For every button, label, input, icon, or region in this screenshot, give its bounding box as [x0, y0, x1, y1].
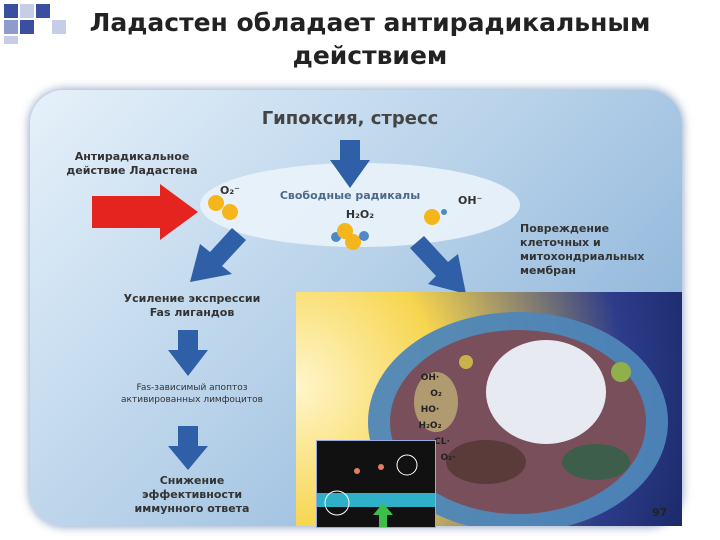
membrane-inset-svg	[317, 441, 435, 527]
radical-molecule	[345, 234, 361, 250]
down-arrow-2	[168, 426, 208, 470]
radical-item: H₂O₂	[416, 420, 444, 432]
radical-molecule	[359, 231, 369, 241]
left-diagonal-arrow	[190, 228, 246, 282]
membrane-inset	[316, 440, 436, 528]
o2-label: O₂⁻	[220, 184, 236, 198]
membrane-damage-label: Повреждение клеточных и митохондриальных…	[520, 222, 670, 278]
immune-response-label: Снижение эффективности иммунного ответа	[112, 474, 272, 516]
free-radicals-label: Свободные радикалы	[270, 189, 430, 203]
radical-item: O₂	[426, 388, 446, 400]
radical-molecule	[424, 209, 440, 225]
red-arrow	[92, 184, 198, 240]
hypoxia-stress-label: Гипоксия, стресс	[250, 108, 450, 129]
page-number: 97	[652, 506, 667, 519]
antiradical-action-label: Антирадикальное действие Ладастена	[62, 150, 202, 178]
radical-item: OH·	[420, 372, 440, 384]
h2o2-label: H₂O₂	[340, 208, 380, 222]
radical-molecule	[441, 209, 447, 215]
fas-expression-label: Усиление экспрессии Fas лигандов	[112, 292, 272, 320]
right-diagonal-arrow	[410, 236, 466, 294]
fas-apoptosis-label: Fas-зависимый апоптоз активированных лим…	[112, 382, 272, 406]
radical-item: O₂·	[438, 452, 458, 464]
down-arrow-1	[168, 330, 208, 376]
radical-molecule	[222, 204, 238, 220]
oh-label: OH⁻	[458, 194, 488, 208]
radical-item: HO·	[420, 404, 440, 416]
